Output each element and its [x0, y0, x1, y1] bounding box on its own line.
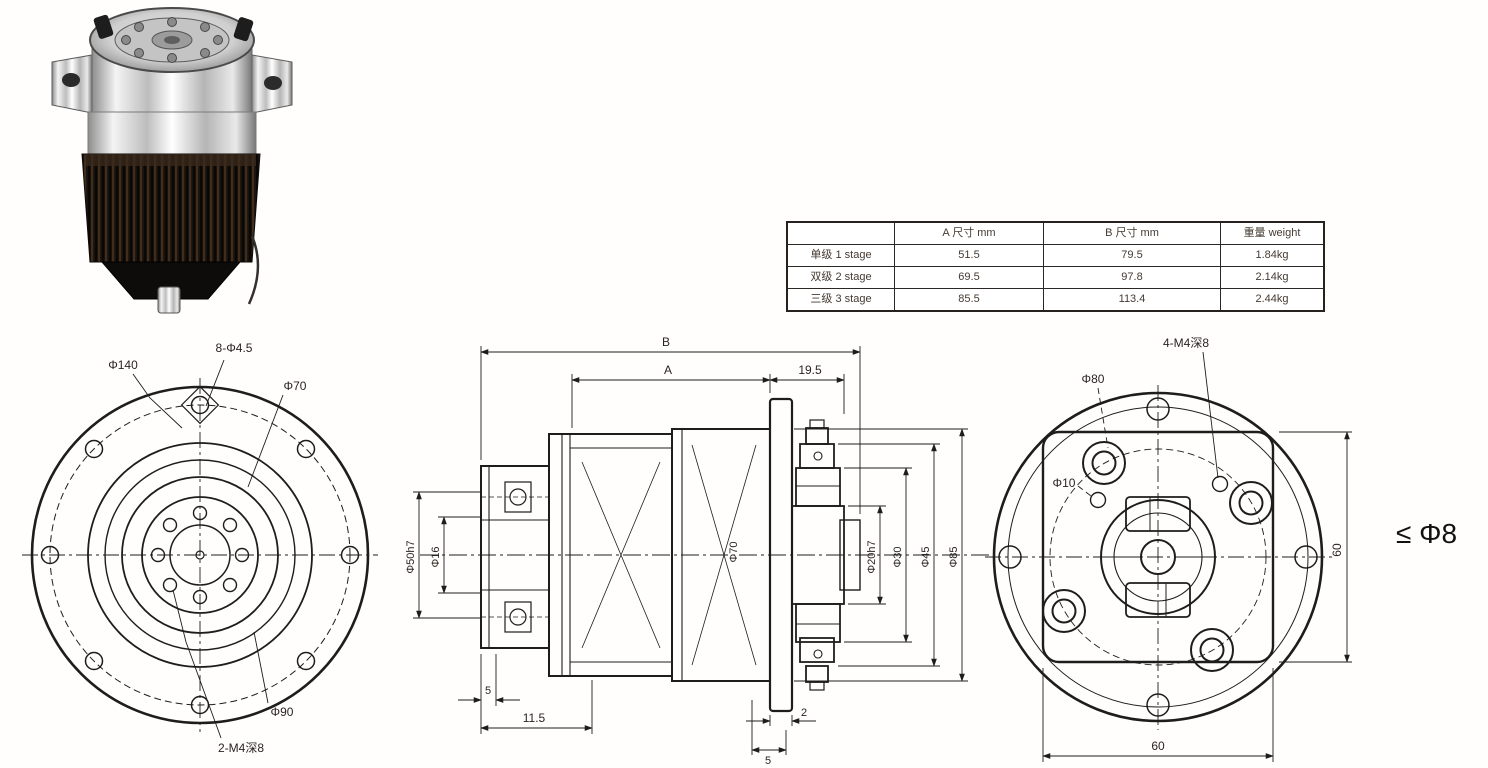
front-recess-label: Φ90	[271, 705, 294, 719]
rear-bolt-circle-label: Φ80	[1082, 372, 1105, 386]
section-dim-flange: Φ85	[948, 546, 960, 567]
section-dim-b: B	[662, 335, 670, 349]
front-mount-holes	[40, 385, 360, 715]
front-circle-70	[121, 476, 279, 634]
photo-wire	[247, 235, 260, 305]
rear-clamp-hub	[1100, 496, 1216, 618]
spec-table-header-row: A 尺寸 mm B 尺寸 mm 重量 weight	[786, 221, 1325, 245]
front-circle-90	[104, 459, 296, 651]
front-leaders	[132, 359, 284, 739]
front-view	[22, 359, 378, 739]
photo-face-screws	[121, 17, 223, 63]
front-hub-outer	[141, 496, 259, 614]
spec-header-stage	[786, 221, 895, 245]
rear-pin-hole	[1089, 491, 1107, 509]
spec-2stage-b: 97.8	[1043, 266, 1221, 289]
spec-2stage-a: 69.5	[894, 266, 1044, 289]
rear-outer-circle	[992, 391, 1324, 723]
section-output-flange	[480, 465, 550, 649]
section-input-clamp	[791, 419, 861, 691]
front-pilot-label: Φ70	[284, 379, 307, 393]
front-tapped-holes-label: 2-M4深8	[218, 741, 264, 755]
spec-header-weight: 重量 weight	[1220, 221, 1325, 245]
section-dim-a: A	[664, 363, 672, 377]
front-hub-holes	[150, 505, 250, 605]
photo-right-tab	[233, 17, 254, 42]
max-shaft-note: ≤ Φ8	[1396, 518, 1457, 549]
photo-mid-band	[87, 111, 257, 157]
front-circle-112	[87, 442, 313, 668]
rear-cap-screws	[1042, 441, 1273, 672]
section-dim-front-lip: 5	[485, 685, 491, 697]
spec-header-a: A 尺寸 mm	[894, 221, 1044, 245]
spec-1stage-a: 51.5	[894, 244, 1044, 267]
section-dim-lines	[413, 346, 968, 755]
rear-square-flange	[1041, 430, 1275, 664]
photo-lower-cone	[100, 261, 242, 300]
section-dim-spigot: Φ45	[920, 546, 932, 567]
section-dim-19-5: 19.5	[798, 363, 822, 377]
product-photo	[51, 7, 293, 314]
section-dim-output-pilot: Φ50h7	[405, 540, 417, 573]
spec-3stage-a: 85.5	[894, 288, 1044, 312]
section-dim-clamp: Φ30	[892, 546, 904, 567]
front-bolt-circle-label: Φ140	[108, 358, 138, 372]
rear-leaders	[1077, 351, 1219, 497]
spec-row-1stage: 单级 1 stage 51.5 79.5 1.84kg	[786, 244, 1325, 267]
front-hub-bore	[169, 524, 231, 586]
section-dim-plate-step: 2	[801, 707, 807, 719]
section-dim-body-dia: Φ70	[728, 541, 740, 562]
spec-1stage-label: 单级 1 stage	[786, 244, 895, 267]
front-center-mark	[195, 550, 205, 560]
section-dim-front-section: 11.5	[523, 711, 546, 725]
rear-bolt-circle	[1049, 448, 1267, 666]
section-dim-hub-bore: Φ20h7	[866, 540, 878, 573]
photo-left-ear-hole	[62, 73, 80, 87]
spec-row-3stage: 三级 3 stage 85.5 113.4 2.44kg	[786, 288, 1325, 312]
spec-3stage-b: 113.4	[1043, 288, 1221, 312]
rear-width-label: 60	[1151, 739, 1165, 753]
photo-center-bore	[164, 36, 180, 44]
rear-dim-lines	[1042, 431, 1352, 762]
rear-tapped-hole	[1211, 475, 1229, 493]
section-dim-plate-thickness: 5	[765, 755, 771, 767]
spec-table: A 尺寸 mm B 尺寸 mm 重量 weight 单级 1 stage 51.…	[786, 221, 1325, 312]
spec-1stage-b: 79.5	[1043, 244, 1221, 267]
front-mount-holes-label: 8-Φ4.5	[216, 341, 253, 355]
photo-output-pin	[157, 286, 181, 314]
section-view	[413, 346, 990, 755]
rear-view	[985, 351, 1352, 762]
photo-left-tab	[93, 14, 114, 39]
photo-right-ear-hole	[264, 76, 282, 90]
rear-inner-circle	[1007, 406, 1309, 708]
photo-knurl-highlight	[86, 154, 256, 166]
spec-2stage-weight: 2.14kg	[1220, 266, 1325, 289]
spec-3stage-weight: 2.44kg	[1220, 288, 1325, 312]
rear-pin-hole-label: Φ10	[1053, 476, 1076, 490]
spec-header-b: B 尺寸 mm	[1043, 221, 1221, 245]
rear-tapped-holes-label: 4-M4深8	[1163, 336, 1209, 350]
rear-through-holes	[998, 397, 1318, 717]
rear-height-label: 60	[1330, 543, 1344, 557]
front-bolt-circle	[49, 404, 351, 706]
spec-1stage-weight: 1.84kg	[1220, 244, 1325, 267]
spec-2stage-label: 双级 2 stage	[786, 266, 895, 289]
photo-knurled-body	[81, 153, 261, 263]
section-dim-output-shaft: Φ16	[430, 546, 442, 567]
spec-3stage-label: 三级 3 stage	[786, 288, 895, 312]
spec-row-2stage: 双级 2 stage 69.5 97.8 2.14kg	[786, 266, 1325, 289]
